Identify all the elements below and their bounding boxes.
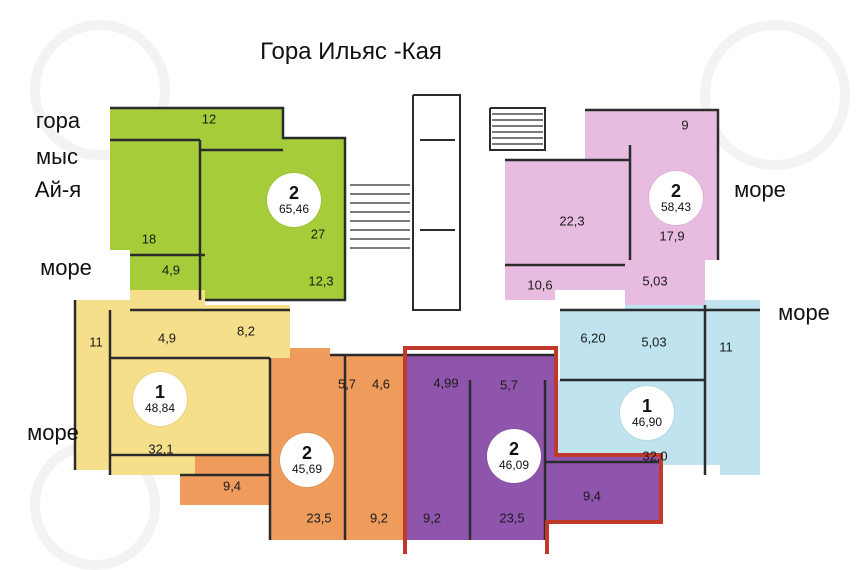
room-count: 2 [288,182,299,203]
room-area-label: 5,03 [641,334,667,350]
pink-apartment[interactable] [505,110,718,305]
room-area-label: 9 [681,117,689,133]
staircase-steps [350,113,543,249]
room-area-label: 4,99 [433,375,459,391]
room-area-label: 32,1 [148,441,174,457]
total-area: 65,46 [278,201,310,216]
room-area-label: 12 [201,111,217,127]
room-area-label: 17,9 [659,228,685,244]
room-area-label: 9,2 [369,510,389,526]
watermark-ring [700,20,850,170]
watermark-ring [30,20,170,160]
apartment-badge-blue[interactable]: 1 46,90 [620,386,674,440]
room-area-label: 23,5 [306,510,332,526]
room-area-label: 4,9 [157,330,177,346]
room-area-label: 10,6 [527,277,553,293]
total-area: 48,84 [144,400,176,415]
room-area-label: 27 [310,226,326,242]
room-area-label: 11 [719,339,733,355]
direction-sea-label-right-lower: море [778,300,830,325]
direction-cape-label: мыс [36,144,78,169]
green-apartment[interactable] [110,108,345,300]
apartment-badge-yellow[interactable]: 1 48,84 [133,372,187,426]
floor-plan-drawing [73,94,760,554]
floor-plan: Гора Ильяс -Кая гора мыс Ай-я море море … [27,20,850,570]
room-area-label: 22,3 [559,213,585,229]
direction-cape-name-label: Ай-я [34,177,82,202]
room-area-label: 4,9 [161,262,181,278]
room-area-label: 5,7 [337,376,357,392]
apartment-badge-orange[interactable]: 2 45,69 [280,433,334,487]
total-area: 46,09 [498,457,530,472]
room-area-label: 9,4 [582,488,602,504]
total-area: 45,69 [291,461,323,476]
room-area-label: 5,03 [642,273,668,289]
room-count: 1 [641,395,652,416]
direction-mountain-label: гора [35,108,81,133]
room-count: 2 [301,442,312,463]
apartment-badge-pink[interactable]: 2 58,43 [649,171,703,225]
stair-core [412,94,546,311]
room-count: 2 [670,180,681,201]
room-area-label: 8,2 [236,323,256,339]
page-title: Гора Ильяс -Кая [260,38,442,65]
total-area: 58,43 [660,199,692,214]
room-area-label: 4,6 [371,376,391,392]
selected-apartment-outline [403,346,663,554]
direction-sea-label-right-upper: море [734,177,786,202]
room-area-label: 9,4 [222,478,242,494]
room-count: 2 [508,438,519,459]
room-area-label: 12,3 [308,273,334,289]
room-area-label: 32,0 [642,448,668,464]
room-area-label: 23,5 [499,510,525,526]
yellow-apartment[interactable] [75,290,290,475]
total-area: 46,90 [631,414,663,429]
apartment-badge-green[interactable]: 2 65,46 [267,173,321,227]
room-area-label: 11 [89,334,103,350]
room-area-label: 18 [141,231,157,247]
room-count: 1 [154,381,165,402]
room-area-label: 9,2 [422,510,442,526]
apartment-badge-purple[interactable]: 2 46,09 [487,429,541,483]
direction-sea-label-left-upper: море [40,255,92,280]
room-area-label: 6,20 [580,330,606,346]
room-area-label: 5,7 [499,377,519,393]
direction-sea-label-left-lower: море [27,420,79,445]
